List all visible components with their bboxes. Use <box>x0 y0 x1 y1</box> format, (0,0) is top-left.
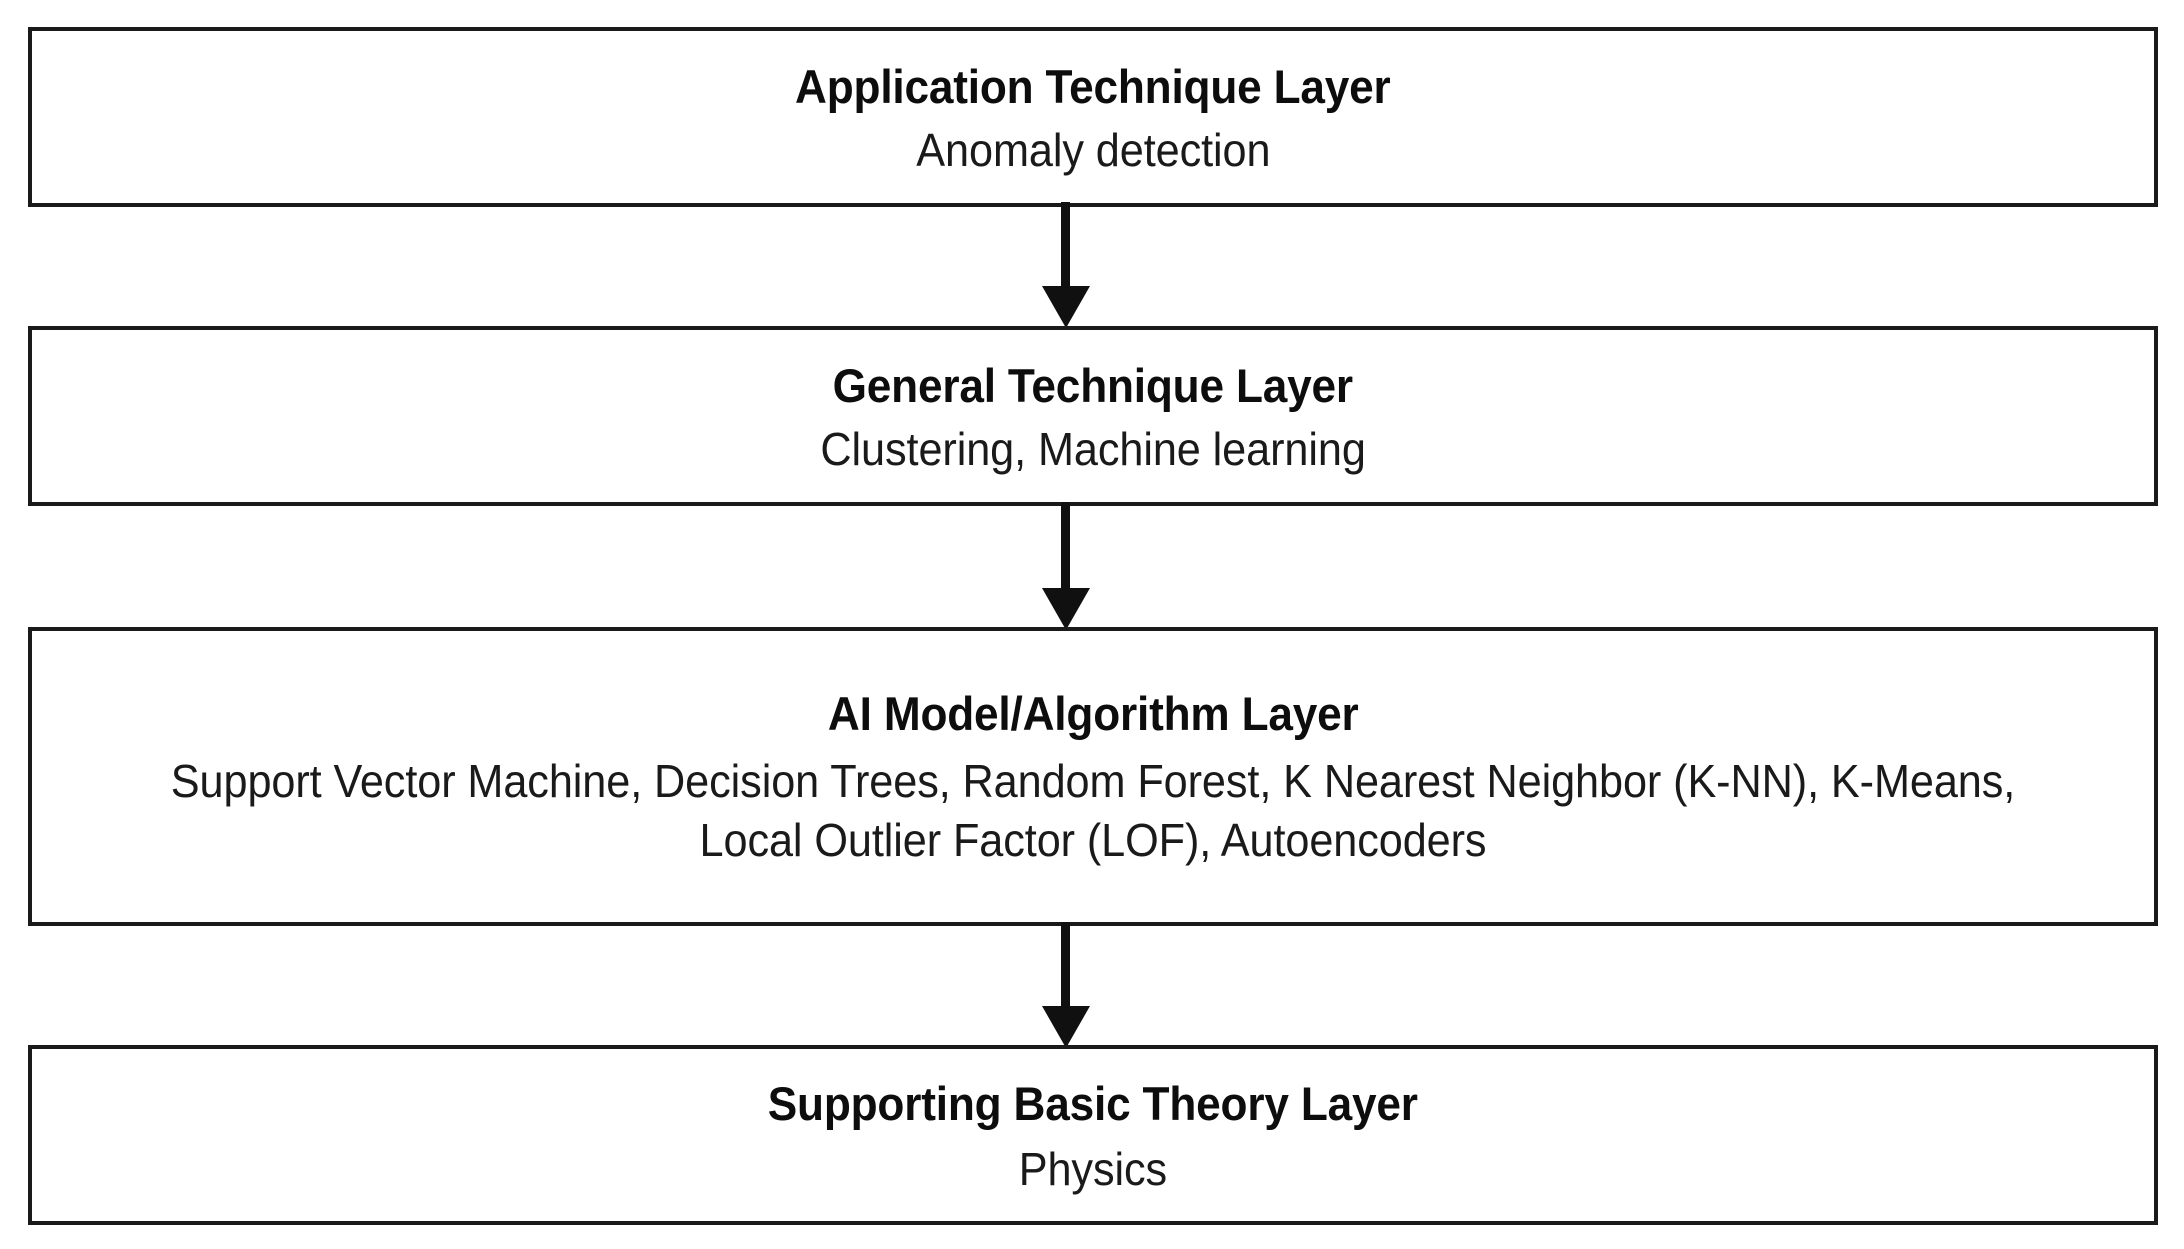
arrow-shaft <box>1061 202 1070 288</box>
arrow-shaft <box>1061 502 1070 590</box>
down-arrow-icon-ai-model-to-theory <box>1042 922 1090 1048</box>
layer-body-supporting-basic-theory: Physics <box>1018 1143 1168 1196</box>
layer-body-general-technique: Clustering, Machine learning <box>820 423 1366 476</box>
layer-body-ai-model-algorithm: Support Vector Machine, Decision Trees, … <box>170 755 2016 867</box>
arrow-head <box>1042 1006 1090 1048</box>
layer-body-application-technique: Anomaly detection <box>915 124 1271 177</box>
layer-box-ai-model-algorithm: AI Model/Algorithm Layer Support Vector … <box>28 627 2158 926</box>
down-arrow-icon-application-to-general <box>1042 202 1090 328</box>
arrow-shaft <box>1061 922 1070 1008</box>
down-arrow-icon-general-to-ai-model <box>1042 502 1090 630</box>
layer-title-general-technique: General Technique Layer <box>832 358 1354 412</box>
layer-title-supporting-basic-theory: Supporting Basic Theory Layer <box>767 1076 1419 1130</box>
layer-box-general-technique: General Technique Layer Clustering, Mach… <box>28 326 2158 506</box>
arrow-head <box>1042 588 1090 630</box>
layer-title-application-technique: Application Technique Layer <box>795 59 1391 113</box>
layer-title-ai-model-algorithm: AI Model/Algorithm Layer <box>827 686 1359 740</box>
layer-box-supporting-basic-theory: Supporting Basic Theory Layer Physics <box>28 1045 2158 1225</box>
layer-box-application-technique: Application Technique Layer Anomaly dete… <box>28 27 2158 207</box>
arrow-head <box>1042 286 1090 328</box>
